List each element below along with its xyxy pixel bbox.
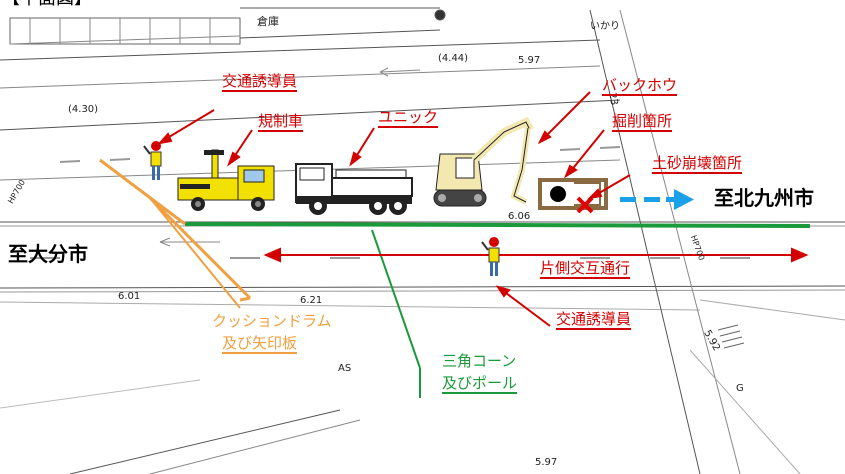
alternating-traffic-arrow [263,247,809,263]
dim-621: 6.21 [300,295,323,306]
dim-597-bottom: 5.97 [535,457,558,468]
label-traffic-guide-top: 交通誘導員 [222,72,298,92]
warehouse-label: 倉庫 [257,15,279,28]
traffic-guide-icon [481,237,500,276]
label-excavation: 掘削箇所 [612,112,673,132]
label-alternating-traffic: 片側交互通行 [540,259,631,279]
label-traffic-guide-bottom: 交通誘導員 [556,310,632,330]
label-cone-2: 及びポール [442,374,518,394]
label-cone-1: 三角コーン [442,352,517,370]
base-map [0,7,845,474]
label-city-east: 至北九州市 [714,186,814,210]
dim-606: 6.06 [508,211,531,222]
excavation-pit-icon [538,178,608,210]
backhoe-icon [433,116,534,207]
cone-line [184,222,811,228]
dim-430: (4.30) [68,104,99,115]
cushion-leader [149,197,241,309]
label-regulation-vehicle: 規制車 [258,112,304,132]
label-city-west: 至大分市 [8,242,88,266]
regulation-truck-icon [177,149,275,211]
header-title: 【平面図】 [2,0,92,8]
dim-601: 6.01 [118,291,141,302]
as-mark: AS [338,363,352,374]
label-backhoe: バックホウ [602,76,678,96]
label-unic: ユニック [378,108,439,128]
direction-arrow-icon [620,189,694,210]
g-mark: G [736,383,744,394]
label-cushion-drum-2: 及び矢印板 [222,334,298,354]
road-arrows [159,67,421,247]
cone-leader [371,229,421,369]
unic-crane-truck-icon [295,163,413,215]
label-landslide: 土砂崩壊箇所 [652,154,743,174]
landslide-x-icon [576,196,594,214]
ikari-label: いかり [590,21,620,32]
dim-597-top: 5.97 [518,55,541,66]
traffic-guide-icon [143,141,162,180]
leader-lines [157,91,631,327]
label-cushion-drum-1: クッションドラム [212,312,332,330]
cushion-drum-line [99,158,252,302]
dim-444: (4.44) [438,53,469,64]
